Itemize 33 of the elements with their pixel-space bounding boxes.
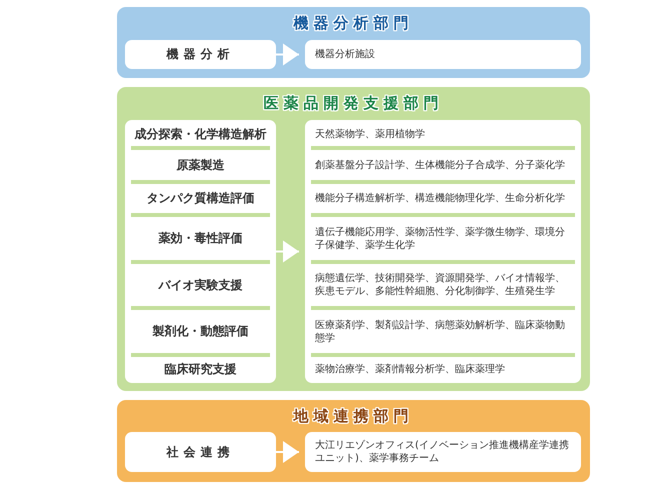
section-panel	[117, 400, 590, 482]
section-title: 地域連携部門	[294, 407, 414, 425]
list-item-text: 成分探索・化学構造解析	[134, 128, 266, 140]
list-item-text: 天然薬物学、薬用植物学	[315, 128, 425, 140]
list-item-text: 機能分子構造解析学、構造機能物理化学、生命分析化学	[315, 192, 565, 205]
list-item-text: 薬物治療学、薬剤情報分析学、臨床薬理学	[315, 362, 505, 376]
section-panel	[117, 7, 590, 78]
list-item-text: 遺伝子機能応用学、薬物活性学、薬学微生物学、環境分子保健学、薬学生化学	[315, 226, 566, 252]
list-item-text: 機器分析	[166, 48, 234, 61]
list-item-text: 医療薬剤学、製剤設計学、病態薬効解析学、臨床薬物動態学	[315, 318, 566, 344]
arrow	[276, 240, 299, 262]
list-panel	[305, 432, 581, 472]
list-item-text: バイオ実験支援	[158, 278, 242, 292]
list-item-text: 病態遺伝学、技術開発学、資源開発学、バイオ情報学、疾患モデル、多能性幹細胞、分化制御学、生殖発生学	[315, 272, 566, 298]
list-item-text: 製剤化・動態評価	[152, 325, 248, 338]
list-panel	[305, 40, 581, 69]
section-title: 機器分析部門	[294, 14, 414, 32]
section-panel	[117, 87, 590, 391]
list-panel	[305, 120, 581, 383]
arrow	[276, 441, 299, 463]
arrow	[276, 44, 299, 66]
list-item-text: タンパク質構造評価	[146, 192, 254, 205]
list-item-text: 薬効・毒性評価	[158, 232, 242, 245]
list-panel	[125, 40, 276, 69]
list-item-text: 創薬基盤分子設計学、生体機能分子合成学、分子薬化学	[315, 158, 565, 172]
list-item-text: 機器分析施設	[315, 48, 375, 61]
list-item-text: 社会連携	[166, 446, 234, 458]
section-title: 医薬品開発支援部門	[264, 94, 444, 112]
list-panel	[125, 120, 276, 383]
list-item-text: 大江リエゾンオフィス(イノベーション推進機構産学連携ユニット)、薬学事務チーム	[315, 439, 570, 465]
list-panel	[125, 432, 276, 472]
list-item-text: 原薬製造	[176, 158, 224, 172]
list-item-text: 臨床研究支援	[164, 362, 236, 376]
